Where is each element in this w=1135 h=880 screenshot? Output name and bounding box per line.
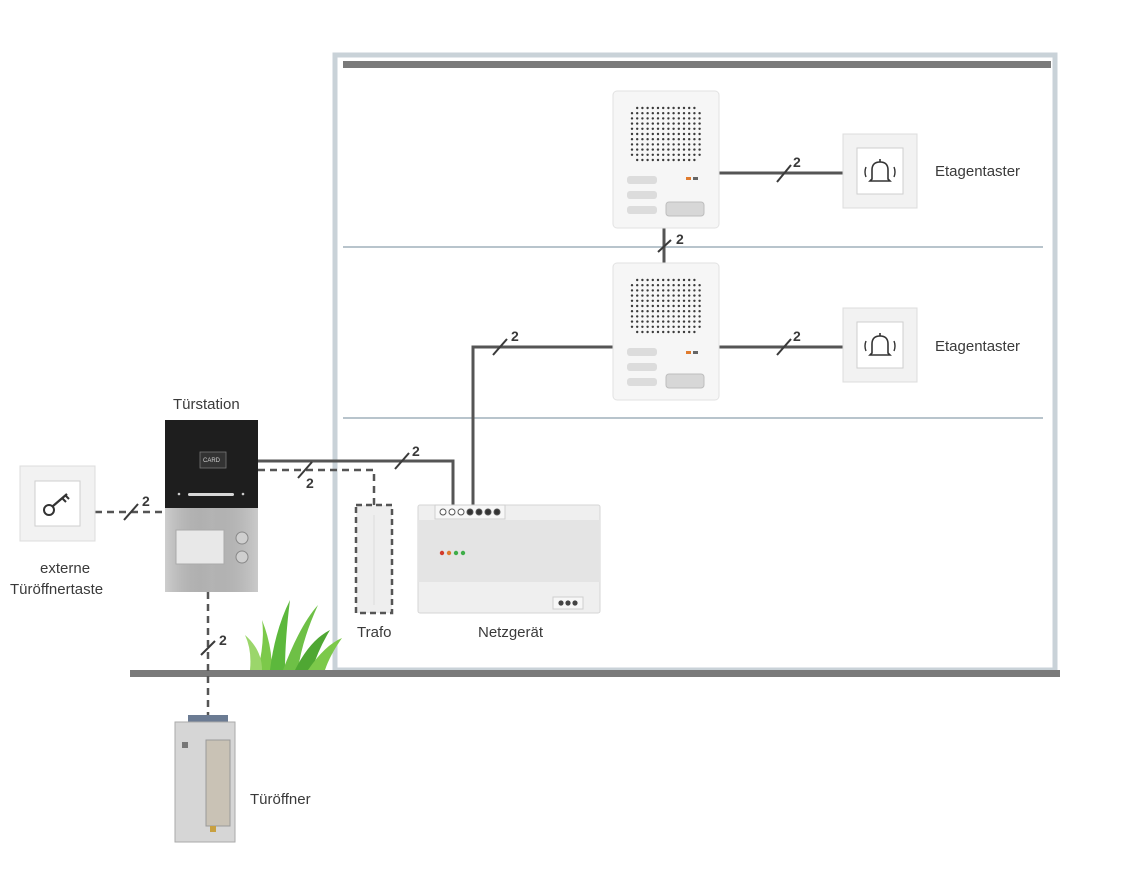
externe-label: externe <box>40 560 90 577</box>
bell-icon <box>864 159 896 182</box>
wire-count-between-floors: 2 <box>676 231 684 247</box>
wire-netz-to-floor2 <box>471 345 613 505</box>
etagentaster-label-upper: Etagentaster <box>935 163 1020 180</box>
tueroeffner-label: Türöffner <box>250 791 311 808</box>
key-icon <box>43 493 70 516</box>
speaker-grille-icon <box>630 278 701 334</box>
building <box>130 52 1060 677</box>
wire-count-netz-floor2: 2 <box>511 328 519 344</box>
etagentaster-label-lower: Etagentaster <box>935 338 1020 355</box>
trafo <box>354 503 394 615</box>
dashed-wires <box>95 468 376 715</box>
tuerstation-label: Türstation <box>173 396 240 413</box>
door-open-key-icon <box>665 373 705 389</box>
bell-icon <box>864 333 896 356</box>
door-station: CARD <box>165 420 258 592</box>
speaker-grille-icon <box>630 106 701 162</box>
door-opener <box>174 715 236 843</box>
trafo-label: Trafo <box>357 624 391 641</box>
indoor-station-lower <box>612 262 720 401</box>
floor-button-upper <box>842 133 918 209</box>
wire-count-top-floor: 2 <box>793 154 801 170</box>
wire-slash-marks <box>123 164 792 656</box>
wire-count-labels: 2 2 2 2 2 2 2 2 <box>142 154 801 648</box>
wire-door-to-netz <box>258 459 455 505</box>
wire-count-door-opener: 2 <box>219 632 227 648</box>
wire-count-floor2-button: 2 <box>793 328 801 344</box>
wire-count-door-netz: 2 <box>412 443 420 459</box>
floor-button-lower <box>842 307 918 383</box>
wire-count-door-trafo: 2 <box>306 475 314 491</box>
netzgeraet-label: Netzgerät <box>478 624 544 641</box>
terminal-block <box>439 508 501 516</box>
ground-line <box>130 670 1060 677</box>
door-open-key-icon <box>665 201 705 217</box>
tueroeffnertaste-label: Türöffnertaste <box>10 581 103 598</box>
power-supply <box>417 504 601 614</box>
wires <box>258 171 843 505</box>
external-key-button <box>19 465 96 542</box>
indoor-station-upper <box>612 90 720 229</box>
grass-decoration <box>245 600 342 670</box>
wire-door-to-trafo <box>258 468 376 505</box>
roof-line <box>343 61 1051 68</box>
card-reader-label: CARD <box>203 458 221 464</box>
wire-count-external-key: 2 <box>142 493 150 509</box>
